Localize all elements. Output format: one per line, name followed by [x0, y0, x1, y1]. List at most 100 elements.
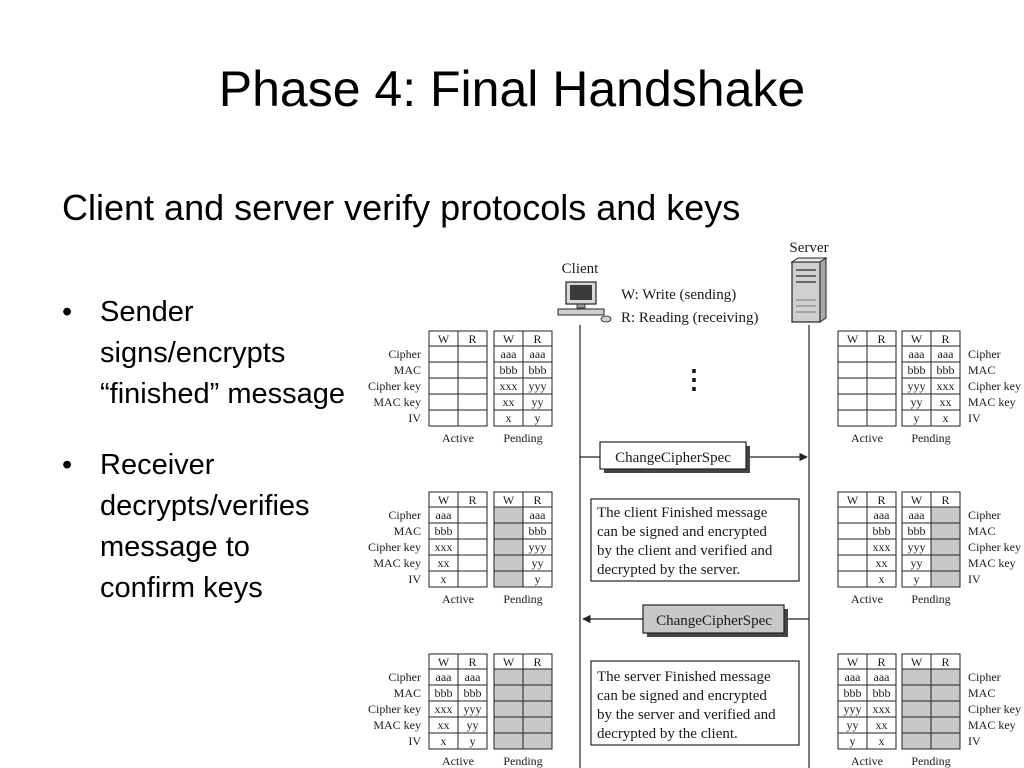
- table-cell-value: x: [506, 411, 512, 425]
- table-cell-value: xxx: [873, 702, 891, 716]
- table-cell-value: xx: [438, 718, 450, 732]
- column-header-label: R: [468, 493, 476, 507]
- note-2-line: The server Finished message: [597, 669, 771, 685]
- column-header-label: W: [438, 332, 450, 346]
- table-cell: [901, 700, 932, 718]
- client-computer-icon: [557, 281, 612, 323]
- ellipsis-vertical: ⋮: [681, 365, 707, 394]
- column-header-label: W: [438, 655, 450, 669]
- row-label: IV: [408, 734, 421, 748]
- row-label: Cipher: [968, 347, 1001, 361]
- column-header-label: W: [911, 655, 923, 669]
- table-cell-value: xxx: [435, 702, 453, 716]
- client-label: Client: [562, 261, 599, 277]
- row-label: MAC: [968, 524, 995, 538]
- table-cell: [457, 538, 488, 556]
- table-cell: [901, 668, 932, 686]
- active-table-label: Active: [442, 592, 474, 606]
- table-cell: [493, 538, 524, 556]
- note-2-line: can be signed and encrypted: [597, 688, 767, 704]
- table-cell: [428, 345, 459, 363]
- server-label: Server: [789, 240, 828, 256]
- table-cell-value: yy: [532, 395, 544, 409]
- table-cell-value: aaa: [874, 670, 891, 684]
- bullet-item: • Sender signs/encrypts “finished” messa…: [62, 292, 362, 415]
- table-cell: [930, 538, 961, 556]
- column-header-label: W: [503, 332, 515, 346]
- column-header-label: R: [941, 655, 949, 669]
- table-cell: [837, 361, 868, 379]
- row-label: Cipher: [968, 508, 1001, 522]
- table-cell: [493, 716, 524, 734]
- table-cell-value: aaa: [530, 347, 547, 361]
- active-table-label: Active: [851, 754, 883, 768]
- table-cell-value: aaa: [845, 670, 862, 684]
- bullet-dot: •: [62, 296, 73, 328]
- table-cell: [493, 522, 524, 540]
- table-cell-value: xxx: [435, 540, 453, 554]
- legend-write: W: Write (sending): [621, 287, 736, 303]
- table-cell-value: bbb: [937, 363, 955, 377]
- table-cell: [866, 732, 897, 750]
- table-cell-value: x: [943, 411, 949, 425]
- table-cell: [457, 506, 488, 524]
- row-label: IV: [968, 411, 981, 425]
- table-cell-value: bbb: [435, 686, 453, 700]
- table-cell-value: yy: [467, 718, 479, 732]
- note-box-1: [590, 498, 800, 582]
- column-header-label: R: [877, 332, 885, 346]
- row-label: IV: [408, 572, 421, 586]
- table-cell: [493, 700, 524, 718]
- table-cell: [930, 522, 961, 540]
- table-cell-value: aaa: [909, 508, 926, 522]
- bullet-dot: •: [62, 449, 73, 481]
- column-header-label: R: [468, 332, 476, 346]
- column-header-label: W: [911, 493, 923, 507]
- row-label: MAC: [394, 524, 421, 538]
- table-cell-value: xxx: [500, 379, 518, 393]
- table-cell-value: bbb: [529, 524, 547, 538]
- table-cell-value: aaa: [436, 670, 453, 684]
- table-cell: [901, 684, 932, 702]
- table-cell-value: xx: [876, 556, 888, 570]
- table-cell: [837, 506, 868, 524]
- table-cell: [866, 570, 897, 588]
- column-header-label: R: [533, 655, 541, 669]
- table-cell-value: y: [850, 734, 856, 748]
- row-label: MAC: [394, 686, 421, 700]
- table-cell: [522, 409, 553, 427]
- pending-table-label: Pending: [911, 592, 950, 606]
- table-cell-value: bbb: [873, 524, 891, 538]
- row-label: Cipher key: [368, 379, 421, 393]
- message-label-2: ChangeCipherSpec: [656, 613, 772, 629]
- table-cell-value: bbb: [908, 524, 926, 538]
- table-cell: [457, 345, 488, 363]
- row-label: MAC key: [373, 556, 421, 570]
- row-label: Cipher key: [368, 702, 421, 716]
- table-cell: [522, 700, 553, 718]
- bullet-list: • Sender signs/encrypts “finished” messa…: [62, 292, 362, 639]
- message-box-1: [599, 441, 747, 470]
- table-cell-value: aaa: [938, 347, 955, 361]
- table-cell-value: yyy: [908, 540, 926, 554]
- active-table-label: Active: [442, 431, 474, 445]
- table-cell-value: x: [879, 734, 885, 748]
- table-cell: [866, 345, 897, 363]
- bullet-item: • Receiver decrypts/verifies message to …: [62, 445, 362, 609]
- table-cell: [493, 668, 524, 686]
- server-tower-icon: [790, 257, 828, 323]
- table-cell: [522, 668, 553, 686]
- row-label: IV: [968, 734, 981, 748]
- table-cell-value: xx: [503, 395, 515, 409]
- table-cell-value: yyy: [464, 702, 482, 716]
- table-cell: [866, 409, 897, 427]
- table-cell: [930, 554, 961, 572]
- note-1-line: decrypted by the server.: [597, 562, 740, 578]
- table-cell: [837, 554, 868, 572]
- table-cell: [866, 377, 897, 395]
- legend-read: R: Reading (receiving): [621, 310, 758, 326]
- table-cell: [837, 393, 868, 411]
- row-label: Cipher: [388, 670, 421, 684]
- row-label: MAC: [968, 686, 995, 700]
